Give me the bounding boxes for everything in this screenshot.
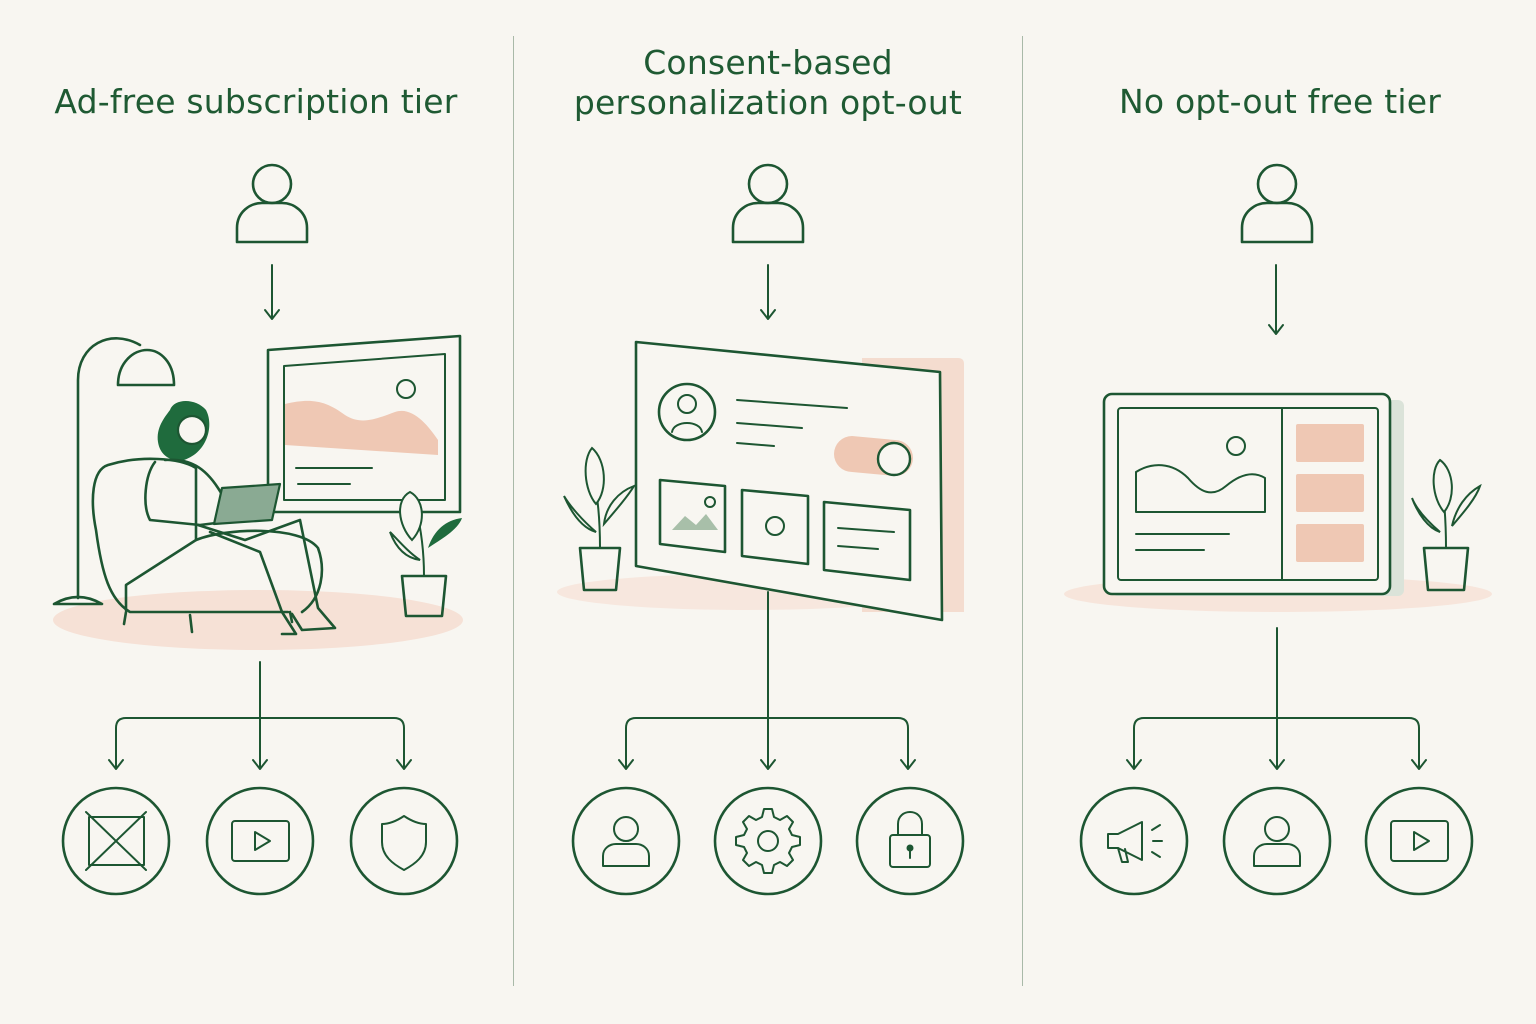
panel-consent-personalization: Consent-based personalization opt-out bbox=[512, 0, 1024, 1024]
arrow-down-icon bbox=[1268, 264, 1284, 335]
panel-illustration bbox=[52, 163, 463, 896]
lock-icon bbox=[855, 786, 965, 896]
column-divider bbox=[513, 36, 514, 986]
panel-no-opt-out-free-tier: No opt-out free tier bbox=[1024, 0, 1536, 1024]
panel-illustration bbox=[557, 163, 965, 896]
gear-icon bbox=[713, 786, 823, 896]
reading-scene bbox=[52, 334, 463, 650]
panel-ad-free-subscription: Ad-free subscription tier bbox=[0, 0, 512, 1024]
ad-blocked-icon bbox=[61, 786, 171, 896]
user-icon bbox=[1222, 786, 1332, 896]
column-divider bbox=[1022, 36, 1023, 986]
tablet-ads-scene bbox=[1064, 392, 1492, 612]
consent-dashboard-scene bbox=[557, 340, 964, 622]
user-icon bbox=[731, 163, 805, 244]
branch-arrows bbox=[108, 661, 412, 770]
branch-arrows bbox=[1126, 627, 1427, 770]
panel-title: Consent-based personalization opt-out bbox=[573, 43, 963, 122]
video-play-icon bbox=[205, 786, 315, 896]
user-icon bbox=[235, 163, 309, 244]
panel-title: Ad-free subscription tier bbox=[54, 82, 458, 121]
branch-arrows bbox=[618, 591, 916, 770]
panel-illustration bbox=[1064, 163, 1492, 896]
arrow-down-icon bbox=[760, 264, 776, 320]
video-play-icon bbox=[1364, 786, 1474, 896]
user-icon bbox=[1240, 163, 1314, 244]
shield-icon bbox=[349, 786, 459, 896]
user-icon bbox=[571, 786, 681, 896]
megaphone-icon bbox=[1079, 786, 1189, 896]
arrow-down-icon bbox=[264, 264, 280, 320]
panel-title: No opt-out free tier bbox=[1118, 82, 1442, 121]
